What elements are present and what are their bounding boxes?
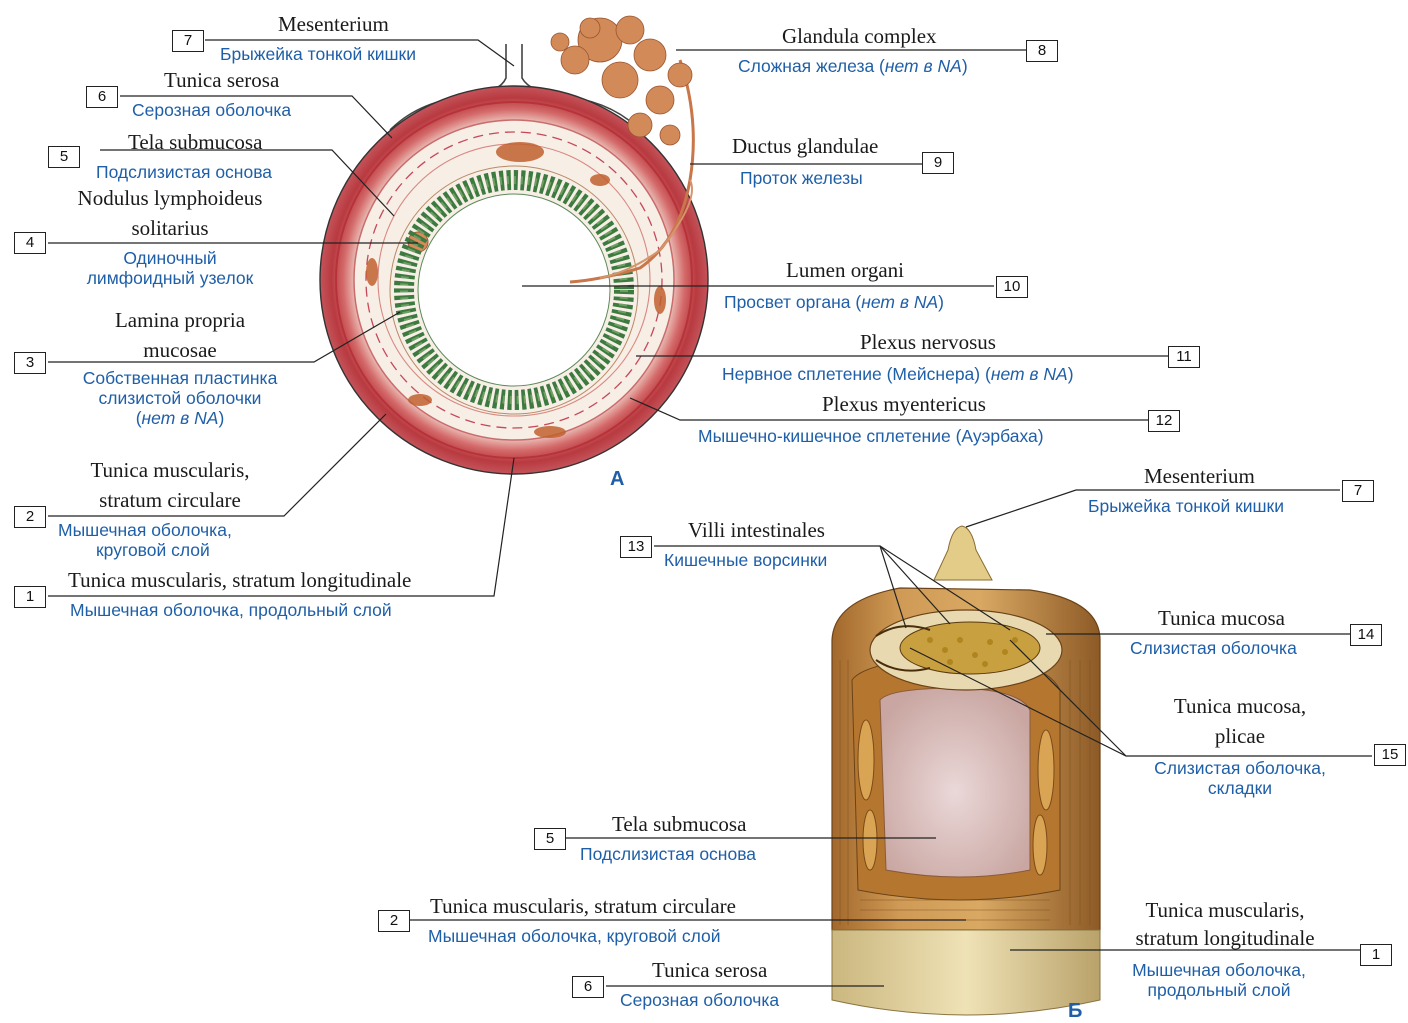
label-villi-russian: Кишечные ворсинки xyxy=(664,550,827,571)
label-ductus-latin: Ductus glandulae xyxy=(732,134,878,158)
label-lamina-russian-line1: Собственная пластинка xyxy=(50,368,310,389)
callout-number-6-a: 6 xyxy=(86,86,118,108)
label-b-longitudinale-latin-line1: Tunica muscularis, xyxy=(1100,898,1350,922)
callout-number-10: 10 xyxy=(996,276,1028,298)
label-plexus-myentericus-latin: Plexus myentericus xyxy=(822,392,986,416)
label-nodulus-latin-line2: solitarius xyxy=(40,216,300,240)
callout-number-7-a: 7 xyxy=(172,30,204,52)
label-plicae-russian-line2: складки xyxy=(1110,778,1370,799)
label-b-submucosa-latin: Tela submucosa xyxy=(612,812,746,836)
label-b-submucosa-russian: Подслизистая основа xyxy=(580,844,756,865)
label-b-longitudinale-latin-line2: stratum longitudinale xyxy=(1100,926,1350,950)
callout-number-11: 11 xyxy=(1168,346,1200,368)
label-b-serosa-latin: Tunica serosa xyxy=(652,958,767,982)
label-villi-latin: Villi intestinales xyxy=(688,518,825,542)
label-b-circulare-russian: Мышечная оболочка, круговой слой xyxy=(428,926,720,947)
callout-number-6-b: 6 xyxy=(572,976,604,998)
label-lumen-latin: Lumen organi xyxy=(786,258,904,282)
segment-drawing xyxy=(832,526,1100,1015)
label-plexus-nervosus-russian: Нервное сплетение (Мейснера) (нет в NA) xyxy=(722,364,1074,385)
label-submucosa-russian: Подслизистая основа xyxy=(96,162,272,183)
callout-number-13: 13 xyxy=(620,536,652,558)
label-circulare-russian-line2: круговой слой xyxy=(96,540,210,561)
label-b-longitudinale-russian-line1: Мышечная оболочка, xyxy=(1084,960,1354,981)
label-plexus-nervosus-latin: Plexus nervosus xyxy=(860,330,996,354)
label-glandula-russian: Сложная железа (нет в NA) xyxy=(738,56,968,77)
label-nodulus-russian-line2: лимфоидный узелок xyxy=(40,268,300,289)
label-serosa-latin: Tunica serosa xyxy=(164,68,279,92)
label-lamina-latin-line2: mucosae xyxy=(50,338,310,362)
label-submucosa-latin: Tela submucosa xyxy=(128,130,262,154)
callout-number-7-b: 7 xyxy=(1342,480,1374,502)
label-mucosa-russian: Слизистая оболочка xyxy=(1130,638,1297,659)
label-mesenterium-latin: Mesenterium xyxy=(278,12,389,36)
callout-number-8: 8 xyxy=(1026,40,1058,62)
label-b-mesenterium-latin: Mesenterium xyxy=(1144,464,1255,488)
label-longitudinale-russian: Мышечная оболочка, продольный слой xyxy=(70,600,392,621)
label-glandula-latin: Glandula complex xyxy=(782,24,937,48)
callout-number-15: 15 xyxy=(1374,744,1406,766)
label-circulare-russian-line1: Мышечная оболочка, xyxy=(58,520,232,541)
cross-section-drawing xyxy=(320,16,708,474)
label-b-longitudinale-russian-line2: продольный слой xyxy=(1084,980,1354,1001)
figure-label-b: Б xyxy=(1068,1000,1082,1023)
label-serosa-russian: Серозная оболочка xyxy=(132,100,291,121)
label-lamina-russian-line2: слизистой оболочки xyxy=(50,388,310,409)
callout-number-12: 12 xyxy=(1148,410,1180,432)
label-plicae-latin-line2: plicae xyxy=(1110,724,1370,748)
label-b-serosa-russian: Серозная оболочка xyxy=(620,990,779,1011)
label-nodulus-russian-line1: Одиночный xyxy=(40,248,300,269)
label-circulare-latin-line1: Tunica muscularis, xyxy=(40,458,300,482)
callout-number-9: 9 xyxy=(922,152,954,174)
label-nodulus-latin-line1: Nodulus lymphoideus xyxy=(40,186,300,210)
label-circulare-latin-line2: stratum circulare xyxy=(40,488,300,512)
label-longitudinale-latin: Tunica muscularis, stratum longitudinale xyxy=(68,568,411,592)
callout-number-5-a: 5 xyxy=(48,146,80,168)
label-plicae-russian-line1: Слизистая оболочка, xyxy=(1110,758,1370,779)
callout-number-1-b: 1 xyxy=(1360,944,1392,966)
label-plicae-latin-line1: Tunica mucosa, xyxy=(1110,694,1370,718)
callout-number-2-b: 2 xyxy=(378,910,410,932)
label-b-circulare-latin: Tunica muscularis, stratum circulare xyxy=(430,894,736,918)
callout-number-14: 14 xyxy=(1350,624,1382,646)
label-ductus-russian: Проток железы xyxy=(740,168,863,189)
label-lamina-latin-line1: Lamina propria xyxy=(50,308,310,332)
label-plexus-myentericus-russian: Мышечно-кишечное сплетение (Ауэрбаха) xyxy=(698,426,1044,447)
label-b-mesenterium-russian: Брыжейка тонкой кишки xyxy=(1088,496,1284,517)
figure-label-a: А xyxy=(610,468,624,491)
callout-number-3-a: 3 xyxy=(14,352,46,374)
callout-number-5-b: 5 xyxy=(534,828,566,850)
label-mucosa-latin: Tunica mucosa xyxy=(1158,606,1285,630)
label-mesenterium-russian: Брыжейка тонкой кишки xyxy=(220,44,416,65)
callout-number-1-a: 1 xyxy=(14,586,46,608)
label-lumen-russian: Просвет органа (нет в NA) xyxy=(724,292,944,313)
label-lamina-russian-line3: (нет в NA) xyxy=(50,408,310,429)
